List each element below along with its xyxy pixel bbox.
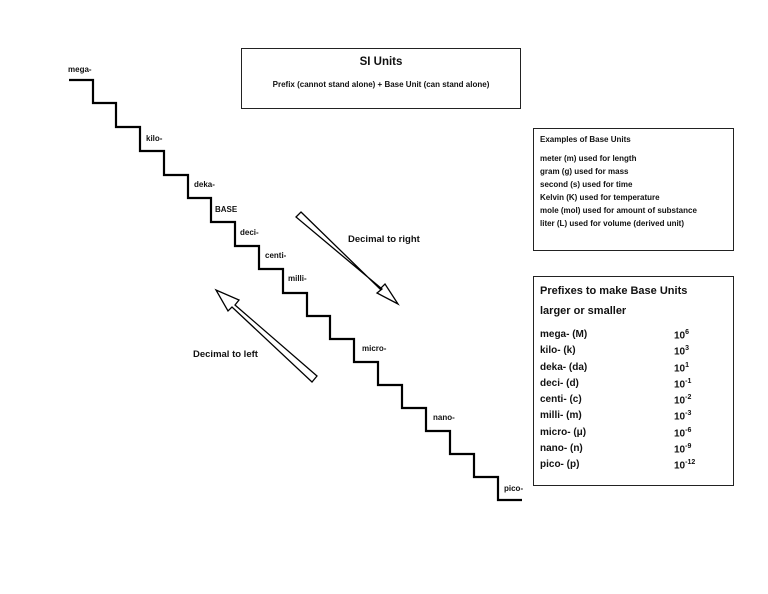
stair-label-mega: mega- [68,65,92,74]
prefix-row: nano- (n) 10-9 [540,443,733,459]
prefix-name: pico- (p) [540,459,580,471]
prefix-value: 106 [674,329,690,342]
stair-label-micro: micro- [362,344,387,353]
prefix-name: micro- (μ) [540,426,587,438]
decimal-left-arrow [214,288,318,383]
prefix-value: 10-6 [674,426,692,440]
prefix-name: milli- (m) [540,410,582,422]
base-unit-item: second (s) used for time [540,180,633,189]
stair-label-milli: milli- [288,274,307,283]
prefix-table-box: Prefixes to make Base Units larger or sm… [533,276,734,486]
si-units-subtitle: Prefix (cannot stand alone) + Base Unit … [272,80,490,89]
prefix-row: deka- (da) 101 [540,362,733,378]
prefix-name: deka- (da) [540,361,588,373]
base-unit-item: mole (mol) used for amount of substance [540,206,697,215]
stair-label-pico: pico- [504,484,524,493]
prefix-name: centi- (c) [540,394,582,406]
prefix-row: mega- (M) 106 [540,329,733,345]
decimal-right-label: Decimal to right [348,234,420,245]
decimal-right-arrow [295,211,400,306]
prefix-name: deci- (d) [540,377,579,389]
stair-label-kilo: kilo- [146,134,163,143]
prefix-value: 103 [674,345,690,358]
base-units-heading: Examples of Base Units [540,135,631,144]
stair-label-centi: centi- [265,251,287,260]
prefix-heading-line2: larger or smaller [540,305,627,317]
prefix-row: kilo- (k) 103 [540,345,733,361]
base-units-box: Examples of Base Units meter (m) used fo… [533,128,734,251]
staircase-line [69,78,522,502]
stair-label-base: BASE [215,205,238,214]
prefix-value: 10-12 [674,459,696,472]
prefix-row: pico- (p) 10-12 [540,459,733,475]
prefix-name: nano- (n) [540,443,583,455]
prefix-value: 101 [674,361,690,374]
si-units-title: SI Units [359,56,403,68]
si-units-title-box: SI Units Prefix (cannot stand alone) + B… [241,48,521,109]
prefix-table: mega- (M) 106 kilo- (k) 103 deka- (da) 1… [540,329,733,476]
stair-label-nano: nano- [433,413,455,422]
prefix-row: centi- (c) 10-2 [540,394,733,410]
prefix-row: milli- (m) 10-3 [540,410,733,426]
prefix-row: micro- (μ) 10-6 [540,427,733,443]
prefix-value: 10-9 [674,443,692,456]
base-unit-item: liter (L) used for volume (derived unit) [540,219,685,228]
base-unit-item: gram (g) used for mass [540,167,629,176]
prefix-name: mega- (M) [540,329,588,340]
prefix-row: deci- (d) 10-1 [540,378,733,394]
decimal-left-label: Decimal to left [193,349,258,360]
stair-label-deka: deka- [194,180,215,189]
base-unit-item: meter (m) used for length [540,154,637,163]
prefix-heading-line1: Prefixes to make Base Units [540,285,688,297]
prefix-value: 10-3 [674,410,692,423]
base-unit-item: Kelvin (K) used for temperature [540,193,660,202]
prefix-value: 10-1 [674,377,692,391]
prefix-value: 10-2 [674,394,692,407]
stair-label-deci: deci- [240,228,259,237]
prefix-name: kilo- (k) [540,345,576,357]
